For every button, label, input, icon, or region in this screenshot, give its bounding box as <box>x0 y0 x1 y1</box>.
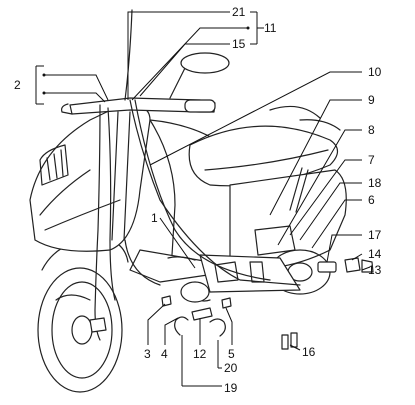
clip-20 <box>209 318 226 337</box>
part-12 <box>191 307 213 321</box>
callout-20: 20 <box>224 361 238 375</box>
callout-6: 6 <box>368 193 375 207</box>
part-16-a <box>281 334 289 350</box>
right-grip <box>184 99 216 113</box>
clip-19 <box>174 316 189 336</box>
floorboard <box>129 249 229 283</box>
mirror <box>180 52 230 74</box>
part-16-b <box>290 332 298 348</box>
callout-13: 13 <box>368 263 382 277</box>
front-hub <box>71 315 93 345</box>
callout-4: 4 <box>161 347 168 361</box>
callout-15: 15 <box>232 37 246 51</box>
scooter-illustration <box>29 9 374 393</box>
callout-3: 3 <box>144 347 151 361</box>
callout-1: 1 <box>151 211 158 225</box>
leader-lines <box>35 11 371 386</box>
callout-18: 18 <box>368 176 382 190</box>
callout-9: 9 <box>368 93 375 107</box>
callout-labels: 2 21 11 15 10 9 8 7 18 6 17 14 13 1 3 4 … <box>14 5 382 395</box>
callout-8: 8 <box>368 123 375 137</box>
handlebar <box>69 97 216 115</box>
front-tire <box>37 267 123 393</box>
callout-2: 2 <box>14 78 21 92</box>
callout-10: 10 <box>368 65 382 79</box>
part-17 <box>317 261 337 273</box>
rear-body <box>229 169 347 269</box>
callout-12: 12 <box>193 347 207 361</box>
callout-19: 19 <box>224 381 238 395</box>
callout-14: 14 <box>368 247 382 261</box>
front-shield <box>29 105 151 252</box>
callout-16: 16 <box>302 345 316 359</box>
callout-7: 7 <box>368 153 375 167</box>
callout-5: 5 <box>228 347 235 361</box>
callout-11: 11 <box>264 21 277 35</box>
callout-17: 17 <box>368 228 382 242</box>
seat <box>188 125 339 187</box>
callout-21: 21 <box>232 5 246 19</box>
